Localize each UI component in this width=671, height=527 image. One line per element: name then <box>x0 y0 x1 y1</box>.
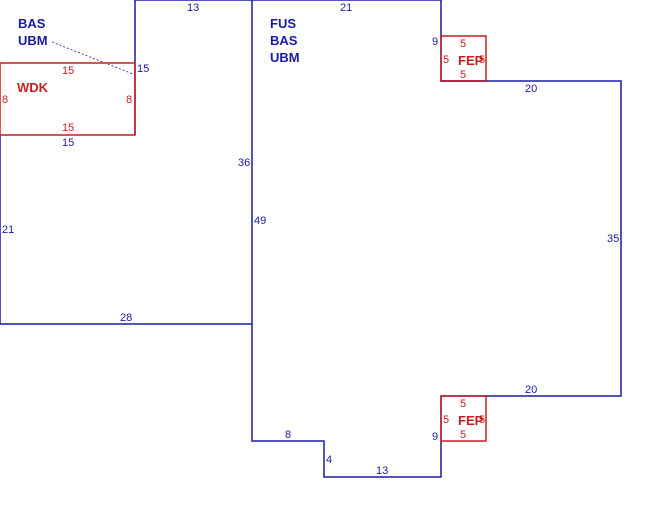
fep-bottom-label: FEP <box>458 413 484 428</box>
dim-mid-wall-upper: 36 <box>238 157 250 169</box>
wdk-area <box>0 62 136 136</box>
left-area-label-1: BAS <box>18 16 46 31</box>
dim-right-top: 20 <box>525 83 537 95</box>
dim-right-bottom: 20 <box>525 384 537 396</box>
fep-top-dim-left: 5 <box>443 54 449 66</box>
fep-top-dim-top: 5 <box>460 38 466 50</box>
fep-top-label: FEP <box>458 53 484 68</box>
fep-top-dim-bottom: 5 <box>460 69 466 81</box>
fep-bottom-dim-top: 5 <box>460 398 466 410</box>
dim-left-side: 21 <box>2 224 14 236</box>
fep-bottom-area <box>440 395 487 442</box>
fep-top-area <box>440 35 487 82</box>
wdk-dim-top: 15 <box>62 65 74 77</box>
dim-mid-wall-lower: 49 <box>254 215 266 227</box>
fep-bottom-dim-bottom: 5 <box>460 429 466 441</box>
dim-right-side: 35 <box>607 233 619 245</box>
dim-notch-bottom: 9 <box>432 431 438 443</box>
main-area-label-1: FUS <box>270 16 296 31</box>
fep-bottom-dim-right: 5 <box>479 414 485 426</box>
left-area-label-2: UBM <box>18 33 48 48</box>
dim-bottom-13: 13 <box>376 465 388 477</box>
dim-left-bottom: 28 <box>120 312 132 324</box>
leader-line <box>51 41 134 75</box>
wdk-label: WDK <box>17 80 49 95</box>
wdk-dim-left: 8 <box>2 94 8 106</box>
fep-bottom-dim-left: 5 <box>443 414 449 426</box>
dim-step-8: 8 <box>285 429 291 441</box>
dim-notch-top: 9 <box>432 36 438 48</box>
fep-top-dim-right: 5 <box>479 54 485 66</box>
dim-top-main: 21 <box>340 2 352 14</box>
main-area-label-2: BAS <box>270 33 298 48</box>
main-outline <box>0 0 622 478</box>
wdk-dim-right: 8 <box>126 94 132 106</box>
main-area-label-3: UBM <box>270 50 300 65</box>
dim-top-left-tab: 13 <box>187 2 199 14</box>
dim-left-bottom-edge: 15 <box>62 137 74 149</box>
wdk-dim-bottom: 15 <box>62 122 74 134</box>
dim-step-4: 4 <box>326 454 332 466</box>
dim-tab-right-side: 15 <box>137 63 149 75</box>
